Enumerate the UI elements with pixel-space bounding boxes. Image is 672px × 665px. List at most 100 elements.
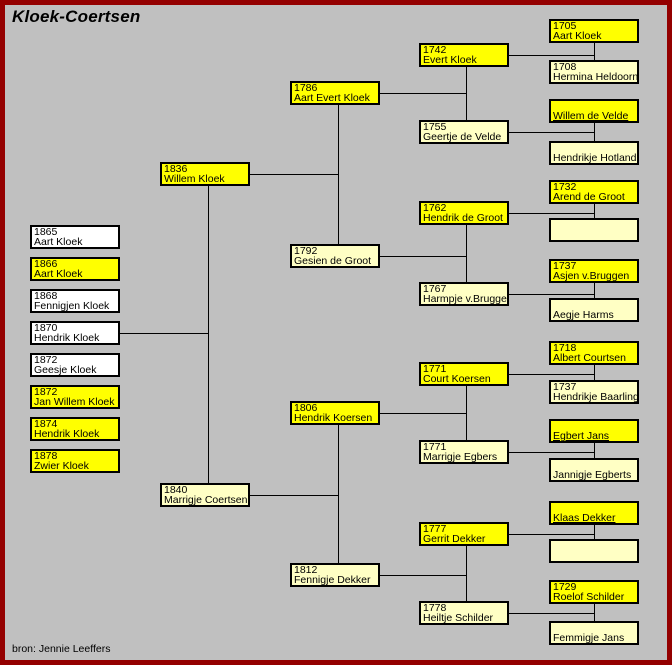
connector-line xyxy=(380,93,466,94)
person-year: 1708 xyxy=(553,61,577,73)
person-name: Aegje Harms xyxy=(553,309,614,321)
connector-line xyxy=(594,604,595,621)
person-year: 1836 xyxy=(164,163,188,175)
person-name: Marrigje Egbers xyxy=(423,451,498,463)
person-box-roelof-schilder[interactable]: 1729 Roelof Schilder xyxy=(549,580,639,604)
person-year: 1866 xyxy=(34,258,58,270)
person-box-arend-de-groot[interactable]: 1732 Arend de Groot xyxy=(549,180,639,204)
person-box-hendrikje-hotland[interactable]: Hendrikje Hotland xyxy=(549,141,639,165)
person-name: Klaas Dekker xyxy=(553,512,616,524)
person-name: Harmpje v.Bruggen xyxy=(423,293,509,305)
connector-line xyxy=(509,294,594,295)
person-box-jannigje-egberts[interactable]: Jannigje Egberts xyxy=(549,458,639,482)
connector-line xyxy=(250,174,338,175)
person-box-heiltje-schilder[interactable]: 1778 Heiltje Schilder xyxy=(419,601,509,625)
person-name: Willem de Velde xyxy=(553,110,629,122)
person-name: Geesje Kloek xyxy=(34,364,97,376)
person-year: 1737 xyxy=(553,260,577,272)
person-box-willem-kloek[interactable]: 1836 Willem Kloek xyxy=(160,162,250,186)
connector-line xyxy=(509,452,594,453)
person-box-hendrik-koersen[interactable]: 1806 Hendrik Koersen xyxy=(290,401,380,425)
person-name: Fennigje Dekker xyxy=(294,574,371,586)
person-box-albert-courtsen[interactable]: 1718 Albert Courtsen xyxy=(549,341,639,365)
person-box-unknown-1[interactable] xyxy=(549,218,639,242)
person-name xyxy=(553,230,636,240)
person-box-zwier-kloek[interactable]: 1878 Zwier Kloek xyxy=(30,449,120,473)
person-name: Hendrik de Groot xyxy=(423,212,503,224)
person-name: Evert Kloek xyxy=(423,54,477,66)
person-year: 1742 xyxy=(423,44,447,56)
connector-line xyxy=(466,386,467,440)
person-box-egbert-jans[interactable]: Egbert Jans xyxy=(549,419,639,443)
person-name: Hendrikje Baarling xyxy=(553,391,639,403)
connector-line xyxy=(120,333,208,334)
person-box-femmigje-jans[interactable]: Femmigje Jans xyxy=(549,621,639,645)
person-year: 1865 xyxy=(34,226,58,238)
person-box-gesien-de-groot[interactable]: 1792 Gesien de Groot xyxy=(290,244,380,268)
person-box-marrigje-egbers[interactable]: 1771 Marrigje Egbers xyxy=(419,440,509,464)
person-box-aart-kloek-1865[interactable]: 1865 Aart Kloek xyxy=(30,225,120,249)
person-name: Hendrik Kloek xyxy=(34,428,100,440)
person-box-hermina-heldoorn[interactable]: 1708 Hermina Heldoorn xyxy=(549,60,639,84)
person-box-aart-evert-kloek[interactable]: 1786 Aart Evert Kloek xyxy=(290,81,380,105)
person-box-aart-kloek-1866[interactable]: 1866 Aart Kloek xyxy=(30,257,120,281)
person-name: Hendrik Kloek xyxy=(34,332,100,344)
person-year: 1705 xyxy=(553,20,577,32)
person-box-geesje-kloek[interactable]: 1872 Geesje Kloek xyxy=(30,353,120,377)
person-year: 1762 xyxy=(423,202,447,214)
person-box-hendrik-kloek-1870[interactable]: 1870 Hendrik Kloek xyxy=(30,321,120,345)
source-credit: bron: Jennie Leeffers xyxy=(12,643,111,655)
person-year: 1777 xyxy=(423,523,447,535)
person-box-willem-de-velde[interactable]: Willem de Velde xyxy=(549,99,639,123)
connector-line xyxy=(594,43,595,60)
connector-line xyxy=(466,67,467,120)
person-box-harmpje-v-bruggen[interactable]: 1767 Harmpje v.Bruggen xyxy=(419,282,509,306)
person-name: Zwier Kloek xyxy=(34,460,89,472)
connector-line xyxy=(594,365,595,380)
person-name: Geertje de Velde xyxy=(423,131,502,143)
person-box-asjen-v-bruggen[interactable]: 1737 Asjen v.Bruggen xyxy=(549,259,639,283)
page-title: Kloek-Coertsen xyxy=(12,7,141,26)
person-year: 1767 xyxy=(423,283,447,295)
person-box-fennigje-dekker[interactable]: 1812 Fennigje Dekker xyxy=(290,563,380,587)
person-name xyxy=(553,551,636,561)
person-year: 1778 xyxy=(423,602,447,614)
person-box-hendrikje-baarling[interactable]: 1737 Hendrikje Baarling xyxy=(549,380,639,404)
person-box-marrigje-coertsen[interactable]: 1840 Marrigje Coertsen xyxy=(160,483,250,507)
person-box-fennigjen-kloek[interactable]: 1868 Fennigjen Kloek xyxy=(30,289,120,313)
connector-line xyxy=(509,374,594,375)
person-name: Fennigjen Kloek xyxy=(34,300,110,312)
person-name: Aart Kloek xyxy=(34,268,83,280)
person-box-court-koersen[interactable]: 1771 Court Koersen xyxy=(419,362,509,386)
connector-line xyxy=(509,534,594,535)
person-box-aart-kloek-1705[interactable]: 1705 Aart Kloek xyxy=(549,19,639,43)
connector-line xyxy=(594,204,595,218)
connector-line xyxy=(338,105,339,244)
person-box-unknown-2[interactable] xyxy=(549,539,639,563)
person-box-aegje-harms[interactable]: Aegje Harms xyxy=(549,298,639,322)
person-box-geertje-de-velde[interactable]: 1755 Geertje de Velde xyxy=(419,120,509,144)
person-name: Hendrikje Hotland xyxy=(553,152,637,164)
person-box-klaas-dekker[interactable]: Klaas Dekker xyxy=(549,501,639,525)
person-year: 1755 xyxy=(423,121,447,133)
connector-line xyxy=(380,256,466,257)
person-name: Jan Willem Kloek xyxy=(34,396,115,408)
person-box-hendrik-de-groot[interactable]: 1762 Hendrik de Groot xyxy=(419,201,509,225)
person-year: 1806 xyxy=(294,402,318,414)
person-name: Hermina Heldoorn xyxy=(553,71,639,83)
person-box-evert-kloek[interactable]: 1742 Evert Kloek xyxy=(419,43,509,67)
person-year: 1812 xyxy=(294,564,318,576)
person-name: Aart Kloek xyxy=(553,30,602,42)
person-box-jan-willem-kloek[interactable]: 1872 Jan Willem Kloek xyxy=(30,385,120,409)
person-year: 1868 xyxy=(34,290,58,302)
person-year: 1874 xyxy=(34,418,58,430)
person-box-gerrit-dekker[interactable]: 1777 Gerrit Dekker xyxy=(419,522,509,546)
person-year: 1872 xyxy=(34,386,58,398)
person-name: Asjen v.Bruggen xyxy=(553,270,630,282)
person-year: 1786 xyxy=(294,82,318,94)
person-name: Albert Courtsen xyxy=(553,352,626,364)
connector-line xyxy=(594,123,595,141)
person-box-hendrik-kloek-1874[interactable]: 1874 Hendrik Kloek xyxy=(30,417,120,441)
person-year: 1729 xyxy=(553,581,577,593)
